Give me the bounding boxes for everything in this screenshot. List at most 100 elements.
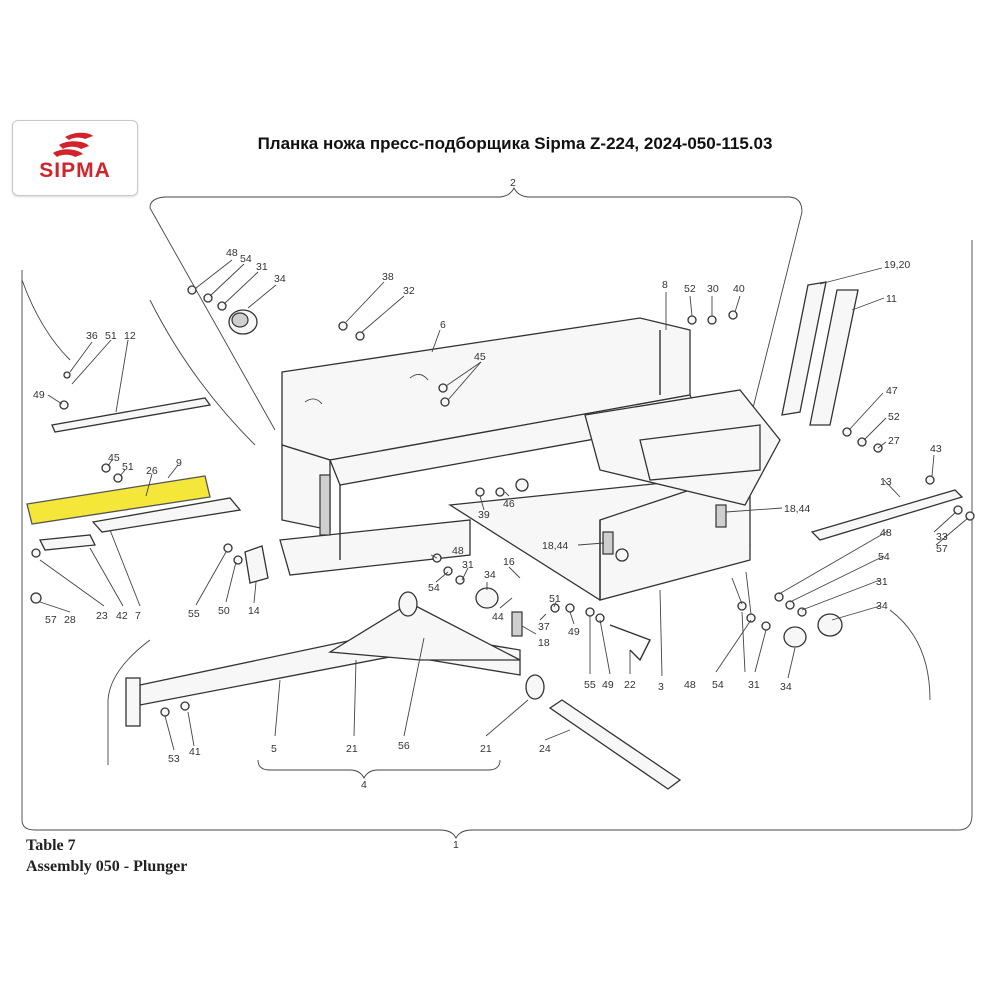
callout-38: 38 [382,271,394,283]
callout-30: 30 [707,283,719,295]
callout-34c: 34 [876,600,888,612]
callout-33: 33 [936,531,948,543]
callout-37: 37 [538,621,550,633]
lever-assembly [125,591,682,790]
bracket-left-lower [107,639,151,765]
callout-23: 23 [96,610,108,622]
callout-31c: 31 [876,576,888,588]
plate-42 [38,534,97,551]
callout-19-20: 19,20 [884,259,910,271]
callout-28: 28 [64,614,76,626]
callout-57: 57 [936,543,948,555]
callout-34d: 34 [780,681,792,693]
callout-54: 54 [240,253,252,265]
bar-11 [809,289,859,426]
callout-52b: 52 [888,411,900,423]
bracket-far-left [21,279,71,361]
assembly-caption: Assembly 050 - Plunger [26,858,188,875]
callout-31d: 31 [748,679,760,691]
table-caption: Table 7 [26,837,76,854]
callout-52: 52 [684,283,696,295]
callout-18-44-right: 18,44 [784,503,810,515]
bracket-right-lower [889,609,931,701]
callout-48c: 48 [880,527,892,539]
callout-51c: 51 [549,593,561,605]
bracket-2 [149,186,803,421]
knife-bar-9-highlighted [26,475,211,525]
sipma-logo: SIPMA [12,120,138,196]
callout-5: 5 [271,743,277,755]
callout-27: 27 [888,435,900,447]
callout-47: 47 [886,385,898,397]
callout-56: 56 [398,740,410,752]
callout-54b: 54 [428,582,440,594]
callout-3: 3 [658,681,664,693]
callout-34b: 34 [484,569,496,581]
lever-22 [609,624,651,662]
callout-55: 55 [188,608,200,620]
callout-48: 48 [226,247,238,259]
bracket-14 [244,545,269,584]
sipma-logo-mark [53,132,93,157]
callout-50: 50 [218,605,230,617]
callout-45: 45 [474,351,486,363]
bracket-4 [257,759,501,780]
bracket-1 [21,240,973,840]
callout-36: 36 [86,330,98,342]
callout-46: 46 [503,498,515,510]
callout-55b: 55 [584,679,596,691]
callout-42: 42 [116,610,128,622]
callout-44: 44 [492,611,504,623]
callout-31: 31 [256,261,268,273]
callout-labels: 2 1 4 48 54 31 34 38 32 6 45 8 52 30 40 … [33,177,948,851]
callout-12: 12 [124,330,136,342]
callout-57b: 57 [45,614,57,626]
callout-32: 32 [403,285,415,297]
callout-39: 39 [478,509,490,521]
shaft-24 [548,699,682,790]
plunger-frame [279,317,781,601]
page-title: Планка ножа пресс-подборщика Sipma Z-224… [257,134,773,153]
leader-lines [39,259,969,751]
callout-49: 49 [33,389,45,401]
callout-51b: 51 [122,461,134,473]
callout-53: 53 [168,753,180,765]
callout-45b: 45 [108,452,120,464]
callout-48d: 48 [684,679,696,691]
callout-22: 22 [624,679,636,691]
callout-54c: 54 [878,551,890,563]
callout-21-left: 21 [346,743,358,755]
logo-wordmark: SIPMA [39,159,111,182]
bracket-left-upper [149,299,256,446]
callout-49c: 49 [602,679,614,691]
bar-12 [51,397,212,433]
callout-31b: 31 [462,559,474,571]
callout-9: 9 [176,457,182,469]
callout-21-right: 21 [480,743,492,755]
callout-16: 16 [503,556,515,568]
callout-40: 40 [733,283,745,295]
callout-51: 51 [105,330,117,342]
callout-49b: 49 [568,626,580,638]
callout-18: 18 [538,637,550,649]
callout-6: 6 [440,319,446,331]
bearing-34-top [228,309,258,335]
callout-8: 8 [662,279,668,291]
bar-19-20 [781,281,827,416]
callout-54d: 54 [712,679,724,691]
callout-48b: 48 [452,545,464,557]
bearing-34-right-b [817,613,843,637]
bar-7 [91,497,242,533]
callout-11: 11 [886,293,897,305]
bracket-2-left [149,207,276,431]
callout-24: 24 [539,743,551,755]
bearing-34-right-a [783,626,807,648]
bearing-34-mid [475,587,499,609]
callout-43: 43 [930,443,942,455]
callout-2: 2 [510,177,516,189]
callout-7: 7 [135,610,141,622]
callout-4: 4 [361,779,367,791]
callout-41: 41 [189,746,201,758]
callout-34: 34 [274,273,286,285]
